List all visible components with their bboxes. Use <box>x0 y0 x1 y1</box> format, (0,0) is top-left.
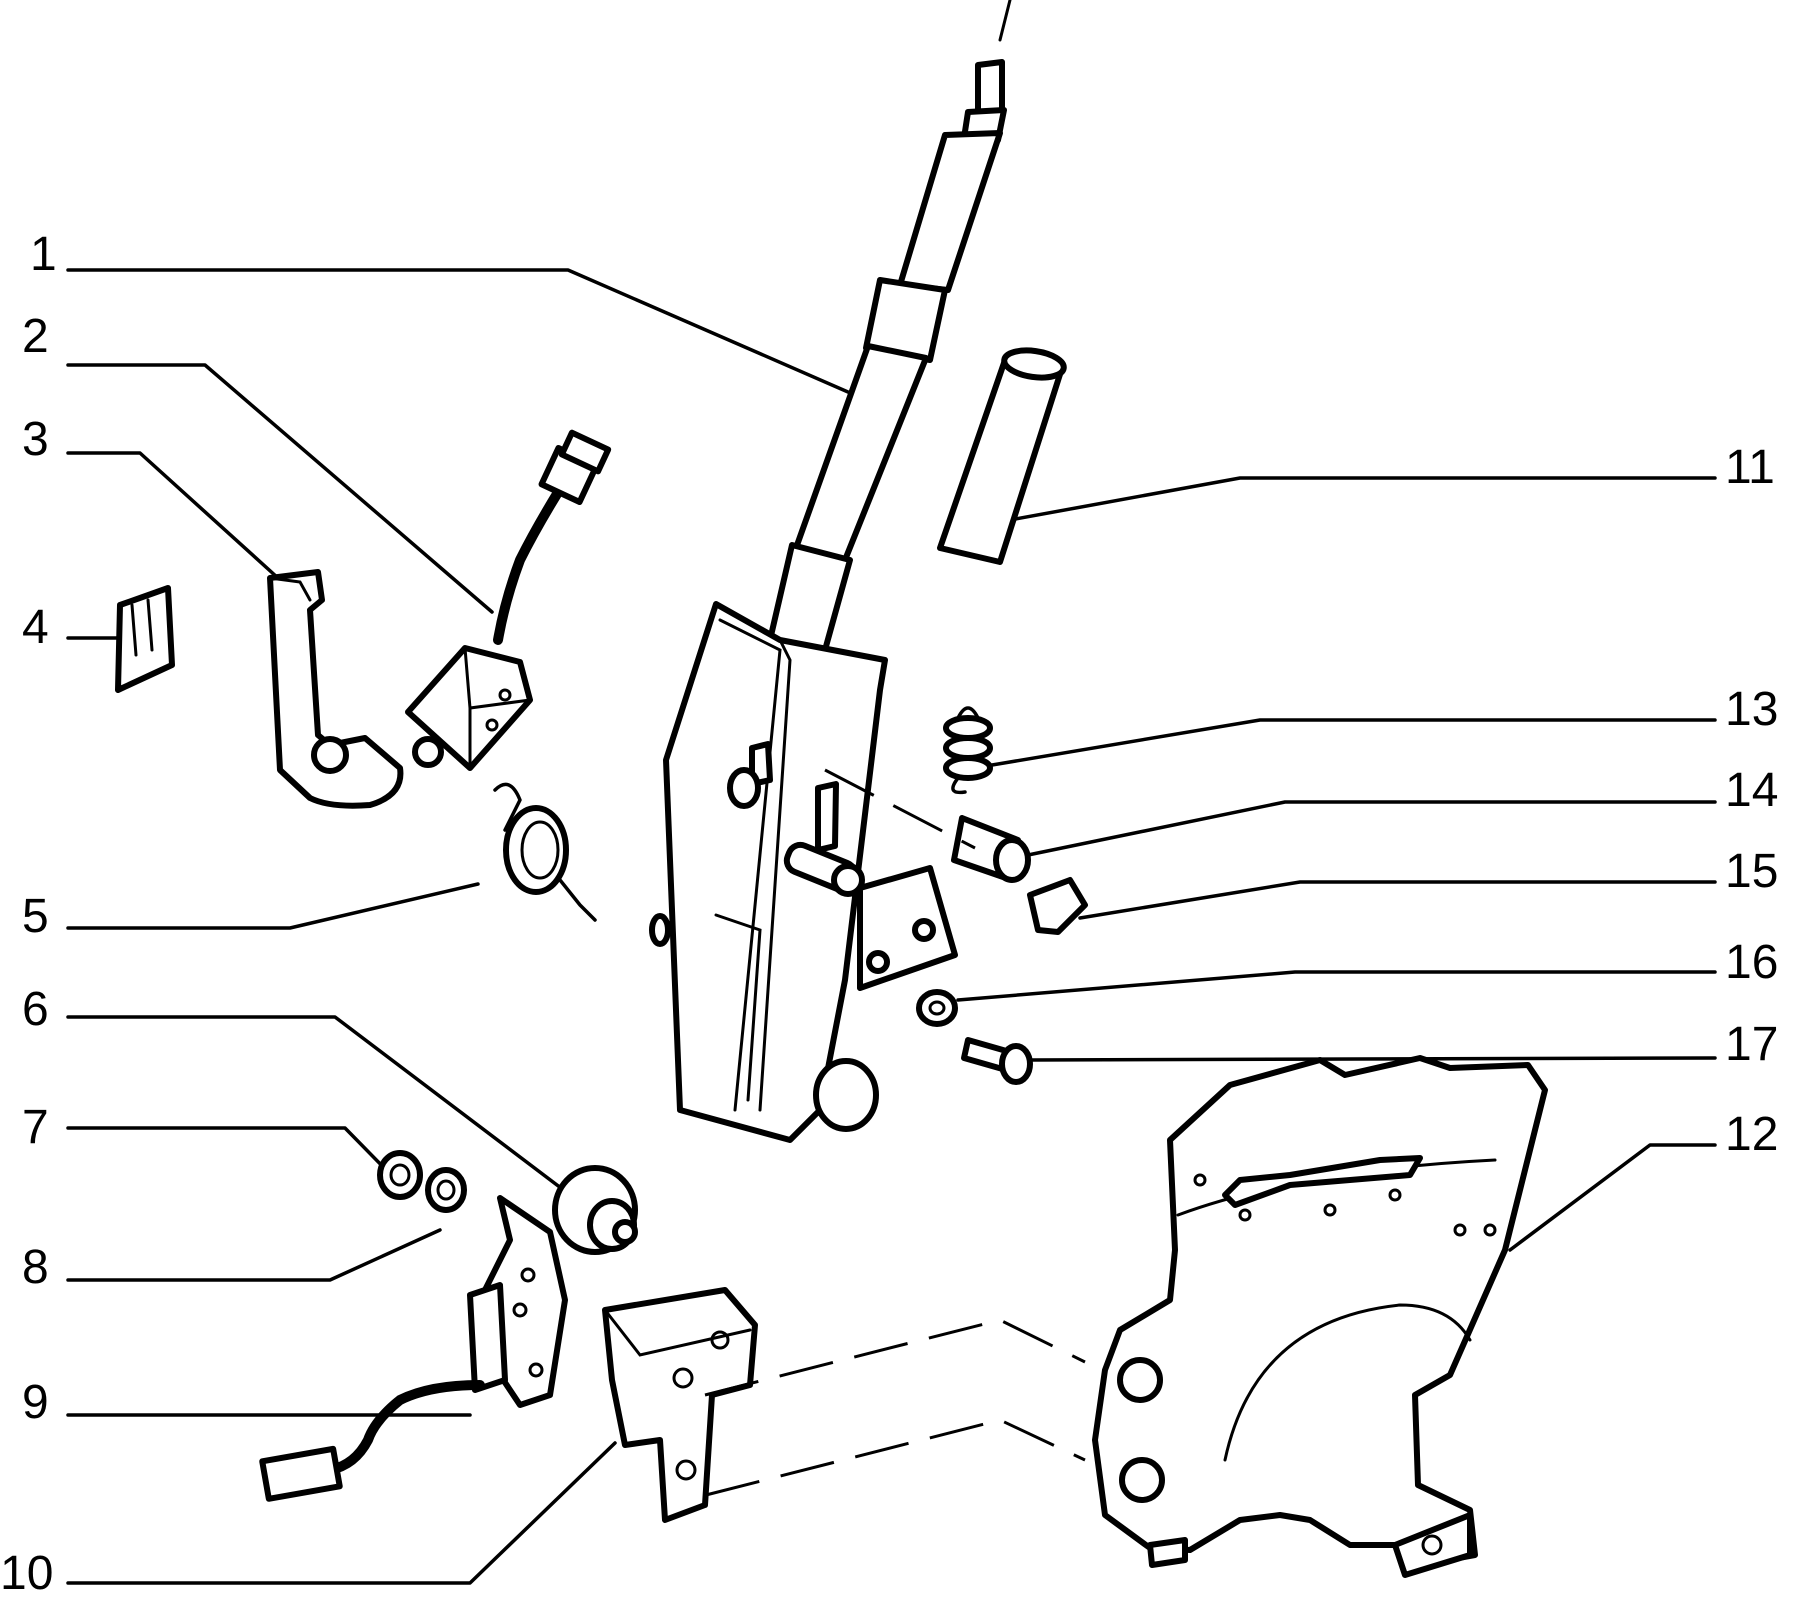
callout-1: 1 <box>30 228 57 281</box>
callout-5: 5 <box>22 890 49 943</box>
leader-12 <box>1508 1143 1717 1252</box>
leader-14 <box>1026 800 1717 857</box>
callout-4: 4 <box>22 601 49 654</box>
leader-16 <box>956 970 1717 1002</box>
part-17-bolt <box>961 1037 1033 1085</box>
part-15-clip <box>1027 877 1088 935</box>
callout-2: 2 <box>22 310 49 363</box>
leader-15 <box>1078 880 1717 920</box>
assembly-line-10-upper <box>704 1318 1086 1397</box>
assembly-line-10-lower <box>705 1418 1086 1497</box>
part-6-bushing <box>552 1165 638 1255</box>
callout-7: 7 <box>22 1101 49 1154</box>
leader-17 <box>1028 1056 1717 1062</box>
part-10-mounting-bracket <box>602 1287 758 1523</box>
part-12-gate-plate <box>1092 1055 1548 1578</box>
leader-2 <box>66 363 494 614</box>
callout-12: 12 <box>1725 1108 1778 1161</box>
callout-14: 14 <box>1725 764 1778 817</box>
callout-13: 13 <box>1725 683 1778 736</box>
part-16-washer <box>916 989 958 1027</box>
callout-11: 11 <box>1725 441 1775 494</box>
callout-3: 3 <box>22 413 49 466</box>
leader-5 <box>66 882 480 930</box>
leader-lines <box>66 268 1717 1585</box>
leader-7 <box>66 1126 400 1184</box>
leader-1 <box>66 268 850 394</box>
part-7-nut <box>377 1150 423 1200</box>
part-13-tension-spring <box>943 706 993 795</box>
leader-8 <box>66 1228 442 1282</box>
part-5-torsion-spring <box>493 782 597 922</box>
part-1-lever-assembly <box>649 0 1012 1143</box>
assembly-lines <box>704 768 1086 1497</box>
callout-16: 16 <box>1725 936 1778 989</box>
leader-11 <box>1008 476 1717 522</box>
part-11-sleeve <box>937 347 1067 565</box>
callout-10: 10 <box>0 1547 53 1600</box>
callout-8: 8 <box>22 1241 49 1294</box>
leader-10 <box>66 1441 617 1585</box>
part-4-clip <box>115 585 175 693</box>
leader-13 <box>990 718 1717 767</box>
assembly-line-14 <box>824 768 976 850</box>
part-9-switch-harness <box>259 1195 568 1502</box>
callout-17: 17 <box>1725 1018 1778 1071</box>
callout-9: 9 <box>22 1376 49 1429</box>
callout-labels: 1 2 3 4 5 6 7 8 9 10 11 12 13 14 15 16 1… <box>0 228 1778 1600</box>
callout-15: 15 <box>1725 845 1778 898</box>
part-8-washer <box>425 1167 467 1213</box>
leader-3 <box>66 451 280 580</box>
leader-6 <box>66 1015 592 1212</box>
callout-6: 6 <box>22 983 49 1036</box>
part-2-solenoid-switch <box>405 429 612 771</box>
part-3-bracket <box>267 569 404 809</box>
part-14-spacer <box>951 815 1031 883</box>
